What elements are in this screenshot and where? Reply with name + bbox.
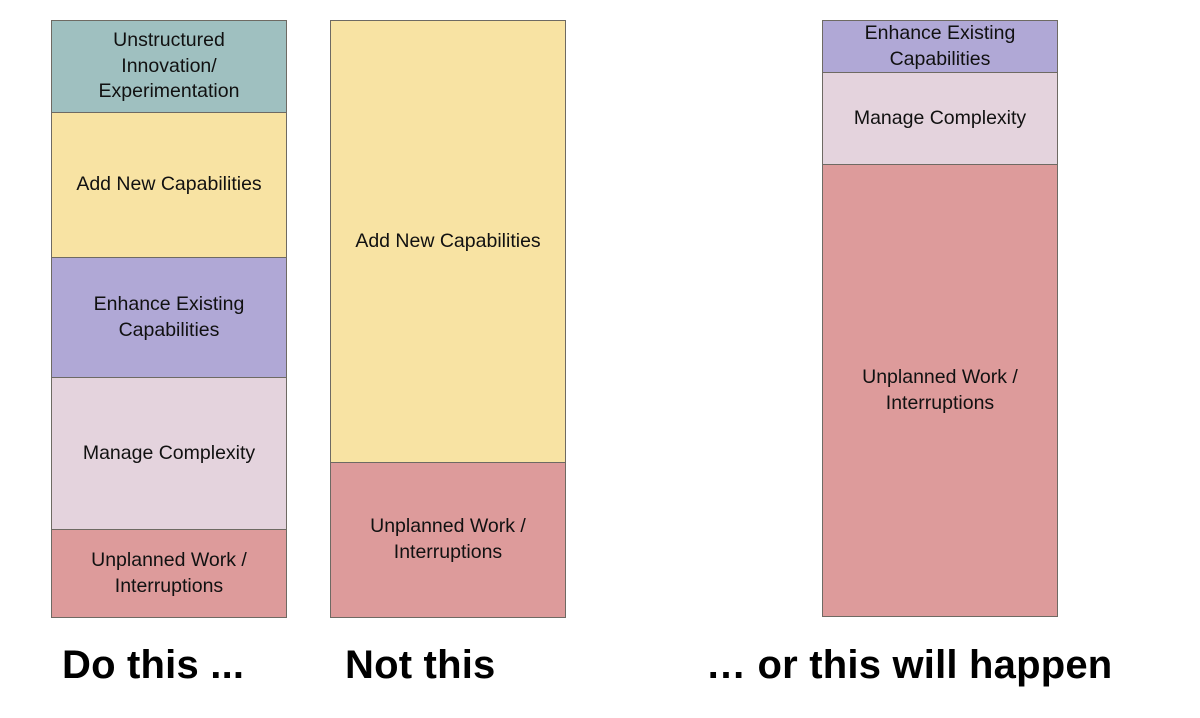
caption-not-this: Not this (345, 643, 496, 687)
segment-enhance-existing-capabilities[interactable]: Enhance Existing Capabilities (822, 20, 1058, 73)
caption-or-this-will-happen: … or this will happen (706, 643, 1113, 687)
segment-unplanned-work[interactable]: Unplanned Work / Interruptions (822, 164, 1058, 617)
segment-label: Add New Capabilities (355, 229, 541, 252)
segment-add-new-capabilities[interactable]: Add New Capabilities (330, 20, 566, 463)
stacked-bar-not-this: Add New Capabilities Unplanned Work / In… (330, 20, 566, 618)
segment-unplanned-work[interactable]: Unplanned Work / Interruptions (330, 462, 566, 618)
segment-label: Manage Complexity (853, 106, 1027, 129)
segment-enhance-existing-capabilities[interactable]: Enhance Existing Capabilities (51, 257, 287, 378)
segment-label: Add New Capabilities (76, 173, 262, 196)
segment-label: Unplanned Work / Interruptions (862, 365, 1018, 414)
caption-do-this: Do this ... (62, 643, 245, 687)
segment-manage-complexity[interactable]: Manage Complexity (822, 72, 1058, 165)
segment-label: Enhance Existing Capabilities (864, 21, 1016, 70)
segment-label: Unstructured Innovation/ Experimentation (98, 28, 240, 103)
segment-label: Manage Complexity (82, 441, 256, 464)
segment-label: Unplanned Work / Interruptions (370, 515, 526, 563)
segment-label: Enhance Existing Capabilities (93, 292, 245, 341)
segment-label: Unplanned Work / Interruptions (91, 548, 247, 597)
stacked-bar-or-this-will-happen: Enhance Existing Capabilities Manage Com… (822, 20, 1058, 618)
segment-unplanned-work[interactable]: Unplanned Work / Interruptions (51, 529, 287, 618)
segment-unstructured-innovation[interactable]: Unstructured Innovation/ Experimentation (51, 20, 287, 113)
segment-add-new-capabilities[interactable]: Add New Capabilities (51, 112, 287, 258)
segment-manage-complexity[interactable]: Manage Complexity (51, 377, 287, 530)
stacked-bar-do-this: Unstructured Innovation/ Experimentation… (51, 20, 287, 618)
